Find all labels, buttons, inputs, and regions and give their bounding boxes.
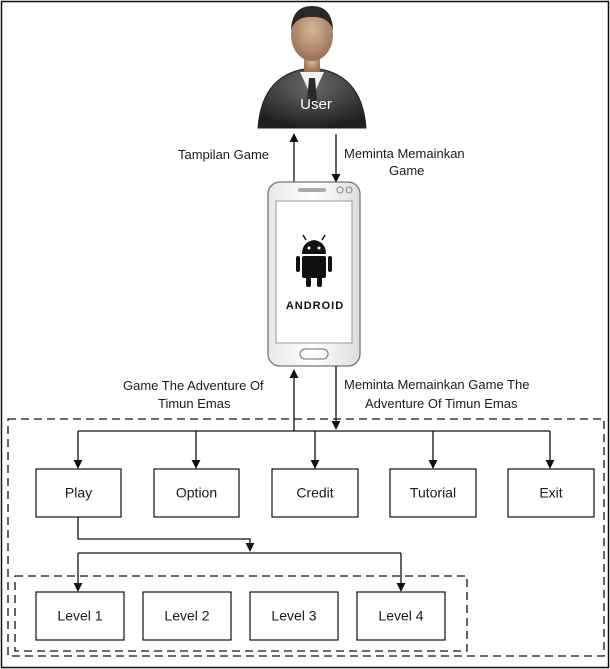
menu-exit: Exit [507,468,595,518]
level-1: Level 1 [35,591,125,641]
android-brand-text: ANDROID [286,300,344,312]
menu-tutorial-label: Tutorial [410,485,456,501]
label-game-line1: Game The Adventure Of [123,378,264,393]
menu-play: Play [35,468,122,518]
menu-option-label: Option [176,485,217,501]
user-label: User [300,96,332,113]
user-icon [257,6,367,129]
level-4-label: Level 4 [378,608,423,624]
menu-option: Option [153,468,240,518]
label-meminta-game-line2: Adventure Of Timun Emas [365,396,518,411]
level-3: Level 3 [249,591,339,641]
label-game-line2: Timun Emas [158,396,231,411]
level-2-label: Level 2 [164,608,209,624]
level-2: Level 2 [142,591,232,641]
label-meminta-line1: Meminta Memainkan [344,146,465,161]
menu-play-label: Play [65,485,92,501]
menu-tutorial: Tutorial [389,468,477,518]
label-meminta-game-line1: Meminta Memainkan Game The [344,377,529,392]
label-meminta-line2: Game [389,163,424,178]
menu-exit-label: Exit [539,485,562,501]
level-1-label: Level 1 [57,608,102,624]
android-robot-icon [296,234,332,287]
levels-container [14,575,468,652]
menu-credit-label: Credit [296,485,333,501]
menu-container [7,418,605,657]
level-3-label: Level 3 [271,608,316,624]
menu-credit: Credit [271,468,359,518]
level-4: Level 4 [356,591,446,641]
label-tampilan-game: Tampilan Game [178,147,269,162]
arrow-play-to-levels [77,517,255,552]
